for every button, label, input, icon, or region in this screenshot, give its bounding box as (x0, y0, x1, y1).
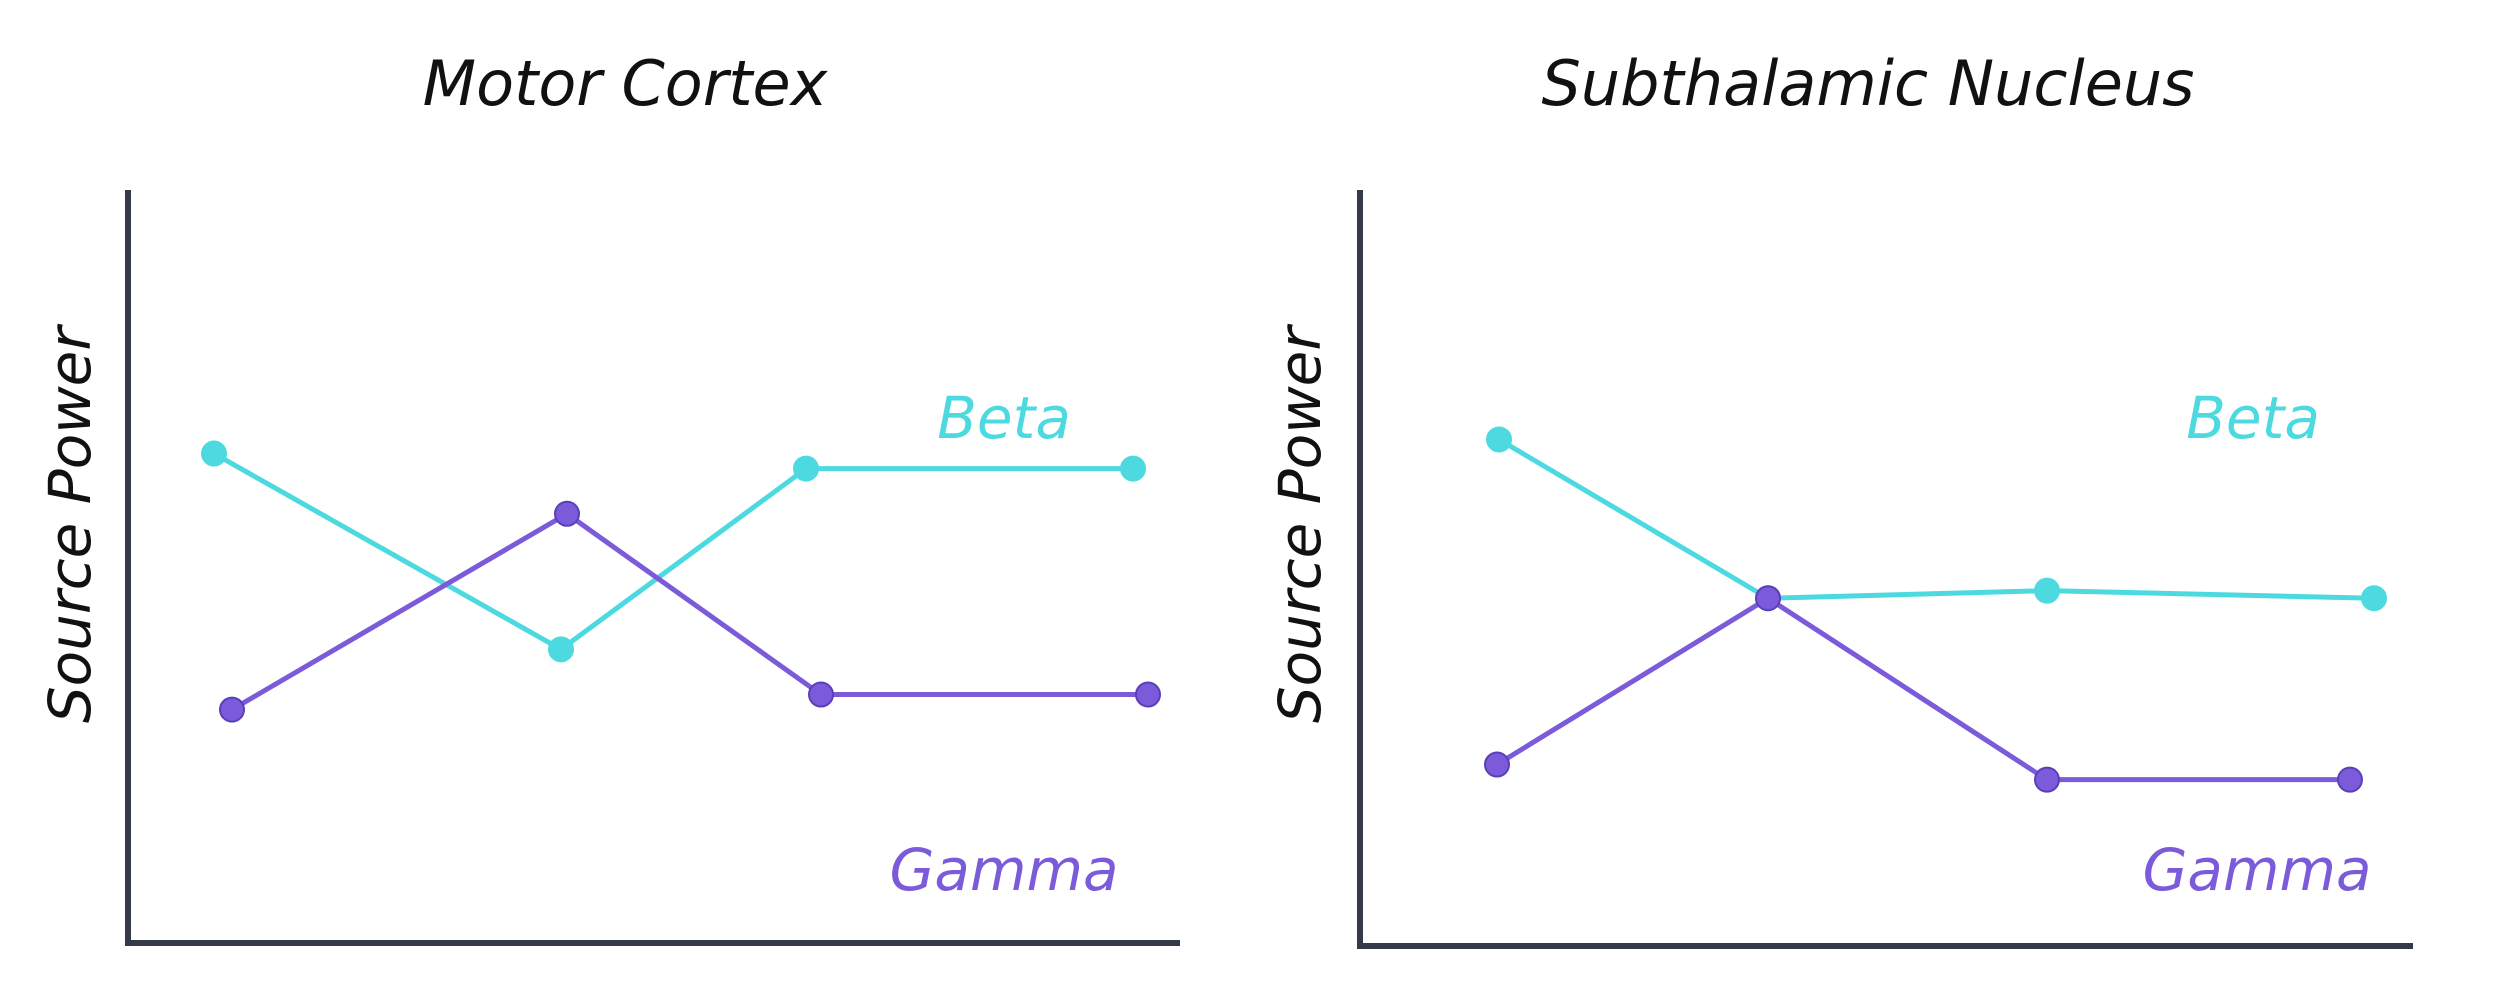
data-point-beta-2 (548, 636, 574, 663)
series-label-gamma: Gamma (889, 836, 1118, 904)
chart-title: Motor Cortex (423, 47, 829, 120)
y-axis-label: Source Power (36, 324, 104, 723)
data-point-gamma-1 (219, 696, 245, 723)
data-point-beta-1 (201, 440, 227, 467)
series-line-beta (211, 451, 1136, 652)
data-point-gamma-3 (808, 681, 834, 708)
data-point-gamma-1 (1484, 751, 1510, 778)
data-point-gamma-3 (2034, 766, 2060, 793)
y-axis-label: Source Power (1266, 324, 1334, 723)
series-label-beta: Beta (937, 384, 1071, 452)
data-point-gamma-4 (1135, 681, 1161, 708)
data-point-beta-4 (1120, 455, 1146, 482)
data-point-gamma-4 (2337, 766, 2363, 793)
data-point-beta-1 (1486, 426, 1512, 453)
data-point-gamma-2 (554, 500, 580, 527)
data-point-beta-3 (2034, 577, 2060, 604)
data-point-gamma-2 (1755, 585, 1781, 612)
series-label-gamma: Gamma (2142, 836, 2371, 904)
data-point-beta-4 (2361, 585, 2387, 612)
chart-title: Subthalamic Nucleus (1542, 47, 2195, 120)
data-point-beta-3 (793, 455, 819, 482)
series-line-beta (1496, 436, 2377, 601)
series-line-gamma (1494, 595, 2353, 783)
series-line-gamma (229, 511, 1151, 713)
series-label-beta: Beta (2186, 384, 2320, 452)
